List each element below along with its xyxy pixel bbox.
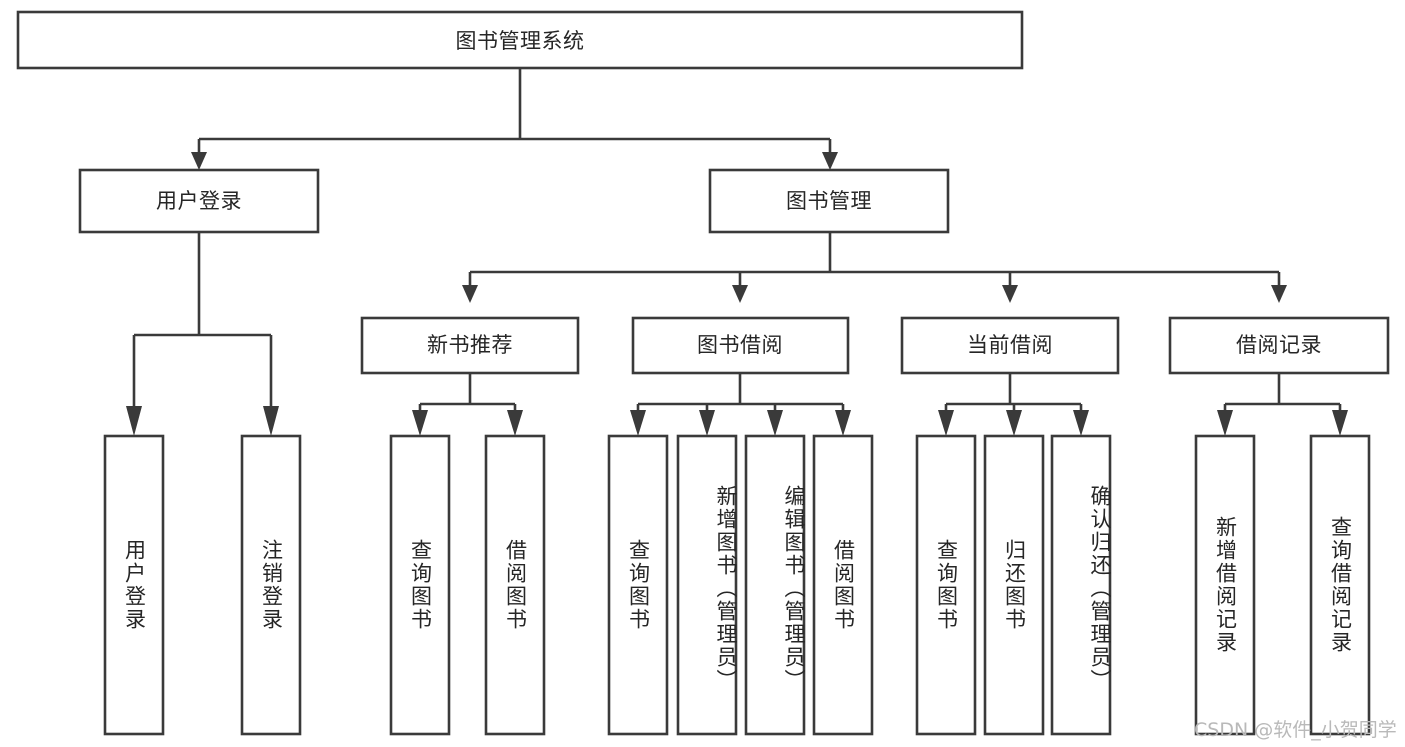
- leaf-add-borrow-record[interactable]: [1194, 434, 1256, 736]
- arrow-to-leaf-borrow-book-recommend: [507, 410, 523, 436]
- arrow-to-borrow-record: [1271, 285, 1287, 303]
- arrow-to-book-borrow: [732, 285, 748, 303]
- node-current-borrow[interactable]: [900, 316, 1120, 375]
- arrow-to-leaf-confirm-return-admin: [1073, 410, 1089, 436]
- leaf-borrow-book-recommend[interactable]: [484, 434, 546, 736]
- arrow-to-leaf-user-logout: [263, 406, 279, 436]
- node-book-borrow-label: 图书借阅: [697, 333, 783, 357]
- node-current-borrow-label: 当前借阅: [967, 333, 1053, 357]
- leaf-confirm-return-admin[interactable]: [1050, 434, 1112, 736]
- arrow-to-book-management: [822, 152, 838, 170]
- arrow-to-current-borrow: [1002, 285, 1018, 303]
- arrow-to-leaf-user-login: [126, 406, 142, 436]
- arrow-to-user-login: [191, 152, 207, 170]
- node-user-login-label: 用户登录: [156, 189, 242, 213]
- leaf-borrow-book[interactable]: [812, 434, 874, 736]
- leaf-edit-book-admin[interactable]: [744, 434, 806, 736]
- node-root-library-system-label: 图书管理系统: [456, 29, 585, 53]
- leaf-user-login[interactable]: [103, 434, 165, 736]
- leaf-user-logout[interactable]: [240, 434, 302, 736]
- node-boxes: 图书管理系统 用户登录 图书管理 新书推荐 图书借阅 当前借阅 借阅记录: [16, 10, 1390, 736]
- node-new-book-recommend-label: 新书推荐: [427, 333, 513, 357]
- arrow-to-leaf-edit-book-admin: [767, 410, 783, 436]
- connector-group: [126, 68, 1348, 436]
- node-user-login[interactable]: [78, 168, 320, 234]
- arrow-to-leaf-query-book-current: [938, 410, 954, 436]
- arrow-to-leaf-query-book-recommend: [412, 410, 428, 436]
- leaf-add-book-admin[interactable]: [676, 434, 738, 736]
- arrow-to-leaf-query-book-borrow: [630, 410, 646, 436]
- leaf-return-book[interactable]: [983, 434, 1045, 736]
- node-book-borrow[interactable]: [631, 316, 850, 375]
- arrow-to-leaf-query-borrow-record: [1332, 410, 1348, 436]
- node-root-library-system[interactable]: [16, 10, 1024, 70]
- leaf-query-book-current[interactable]: [915, 434, 977, 736]
- node-borrow-record[interactable]: [1168, 316, 1390, 375]
- arrow-to-leaf-add-book-admin: [699, 410, 715, 436]
- arrow-to-leaf-add-borrow-record: [1217, 410, 1233, 436]
- arrow-to-leaf-return-book: [1006, 410, 1022, 436]
- leaf-query-book-recommend[interactable]: [389, 434, 451, 736]
- leaf-query-borrow-record[interactable]: [1309, 434, 1371, 736]
- arrow-to-leaf-borrow-book: [835, 410, 851, 436]
- csdn-watermark: CSDN @软件_小贺同学: [1194, 719, 1397, 741]
- node-book-management[interactable]: [708, 168, 950, 234]
- node-book-management-label: 图书管理: [786, 189, 872, 213]
- arrow-to-new-book: [462, 285, 478, 303]
- leaf-query-book-borrow[interactable]: [607, 434, 669, 736]
- node-borrow-record-label: 借阅记录: [1236, 333, 1322, 357]
- node-new-book-recommend[interactable]: [360, 316, 580, 375]
